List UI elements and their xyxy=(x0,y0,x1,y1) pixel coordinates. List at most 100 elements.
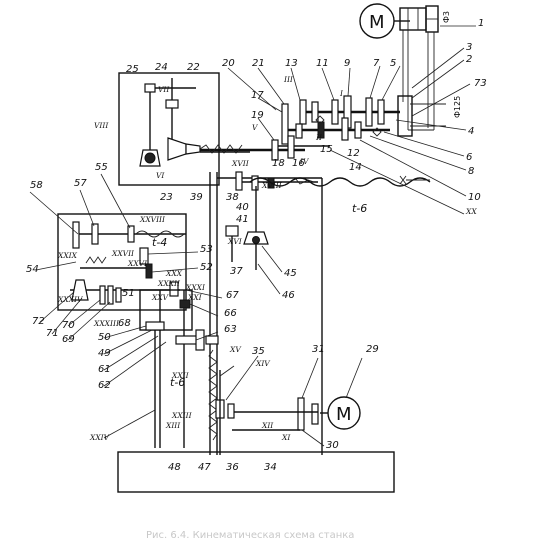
shaft-label-xxvi: XXVI xyxy=(127,259,148,268)
lower-gearbox xyxy=(139,289,205,448)
thread-label-t6-right: t-6 xyxy=(352,202,367,215)
part-35: 35 xyxy=(252,346,265,357)
speed-gearbox xyxy=(200,95,400,161)
shaft-label-ii: II xyxy=(315,133,323,142)
part-3: 3 xyxy=(466,42,472,53)
side-dim-label: Ф125 xyxy=(453,96,462,118)
shaft-label-xxxiii: XXXIII xyxy=(93,319,120,328)
part-6: 6 xyxy=(466,152,472,163)
shaft-label-xxx: XXX xyxy=(165,269,183,278)
part-21: 21 xyxy=(252,58,265,69)
part-14: 14 xyxy=(349,162,362,173)
part-47: 47 xyxy=(198,462,211,473)
feed-screw-xx xyxy=(249,175,431,187)
part-37: 37 xyxy=(230,266,243,277)
part-25: 25 xyxy=(126,64,139,75)
feed-box-frame xyxy=(57,213,187,311)
shaft-label-viii: VIII xyxy=(94,121,109,130)
shaft-label-xxix: XXIX xyxy=(57,251,78,260)
shaft-label-xxii: XXII xyxy=(171,371,190,380)
shaft-label-xvi: XVI xyxy=(227,237,243,246)
thread-label-t6-left: t-6 xyxy=(170,376,185,389)
part-68: 68 xyxy=(118,318,131,329)
figure-caption: Рис. 6.4. Кинематическая схема станка xyxy=(146,530,354,541)
head-box xyxy=(118,72,250,186)
part-5: 5 xyxy=(390,58,396,69)
part-24: 24 xyxy=(155,62,168,73)
part-41: 41 xyxy=(236,214,249,225)
top-motor-label: M xyxy=(369,12,385,33)
part-16: 16 xyxy=(292,158,305,169)
shaft-label-iv: IV xyxy=(299,157,310,166)
shaft-label-xxiv: XXIV xyxy=(89,433,111,442)
head-box-frame xyxy=(118,72,220,186)
part-4: 4 xyxy=(468,126,474,137)
part-53: 53 xyxy=(200,244,213,255)
shaft-label-xii: XII xyxy=(261,421,274,430)
shaft-label-iii: III xyxy=(283,75,294,84)
part-1: 1 xyxy=(478,18,484,29)
shaft-label-xiv: XIV xyxy=(255,359,271,368)
part-45: 45 xyxy=(284,268,297,279)
part-9: 9 xyxy=(344,58,350,69)
shaft-label-vii: VII xyxy=(158,85,170,94)
bottom-drive: M xyxy=(215,365,361,455)
shaft-label-i: I xyxy=(339,89,344,98)
shaft-label-xxxi: XXXI xyxy=(185,283,206,292)
part-22: 22 xyxy=(187,62,200,73)
part-58: 58 xyxy=(30,180,43,191)
shaft-label-xxxii: XXXII xyxy=(157,279,181,288)
part-39: 39 xyxy=(190,192,203,203)
part-46: 46 xyxy=(282,290,295,301)
part-30: 30 xyxy=(326,440,339,451)
thread-labels: t-6 t-4 t-6 xyxy=(152,202,367,389)
part-55: 55 xyxy=(95,162,108,173)
machine-base xyxy=(117,451,395,493)
part-31: 31 xyxy=(312,344,325,355)
part-34: 34 xyxy=(264,462,277,473)
thread-label-t4: t-4 xyxy=(152,236,167,249)
part-18: 18 xyxy=(272,158,285,169)
column xyxy=(205,171,323,455)
part-73: 73 xyxy=(474,78,487,89)
part-66: 66 xyxy=(224,308,237,319)
part-19: 19 xyxy=(251,110,264,121)
shaft-label-xviii: XVIII xyxy=(261,181,283,190)
leader-lines xyxy=(29,25,476,447)
shaft-label-vi: VI xyxy=(156,171,165,180)
part-8: 8 xyxy=(468,166,474,177)
shaft-label-xvii: XVII xyxy=(231,159,250,168)
part-40: 40 xyxy=(236,202,249,213)
shaft-label-xxvii: XXVII xyxy=(111,249,135,258)
shaft-label-xxxiv: XXXIV xyxy=(57,295,84,304)
part-57: 57 xyxy=(74,178,87,189)
shaft-label-v: V xyxy=(252,123,259,132)
part-11: 11 xyxy=(316,58,329,69)
part-52: 52 xyxy=(200,262,213,273)
part-12: 12 xyxy=(347,148,360,159)
part-72: 72 xyxy=(32,316,45,327)
part-38: 38 xyxy=(226,192,239,203)
top-dim-label: Ф3 xyxy=(442,11,451,23)
shaft-label-xx: XX xyxy=(465,207,477,216)
shaft-label-xv: XV xyxy=(229,345,242,354)
part-7: 7 xyxy=(373,58,380,69)
part-10: 10 xyxy=(468,192,481,203)
shaft-label-xxv: XXV xyxy=(151,293,170,302)
bottom-motor-label: M xyxy=(336,404,352,425)
part-54: 54 xyxy=(26,264,39,275)
part-36: 36 xyxy=(226,462,239,473)
top-motor: M Ф3 xyxy=(359,3,451,39)
top-pulley-housing xyxy=(399,7,427,31)
shaft-label-xi: XI xyxy=(281,433,291,442)
part-2: 2 xyxy=(466,54,472,65)
part-23: 23 xyxy=(160,192,173,203)
part-17: 17 xyxy=(251,90,264,101)
part-48: 48 xyxy=(168,462,181,473)
part-29: 29 xyxy=(366,344,379,355)
part-20: 20 xyxy=(222,58,235,69)
shaft-label-xxiii: XXIII xyxy=(171,411,193,420)
part-51: 51 xyxy=(122,288,135,299)
part-63: 63 xyxy=(224,324,237,335)
